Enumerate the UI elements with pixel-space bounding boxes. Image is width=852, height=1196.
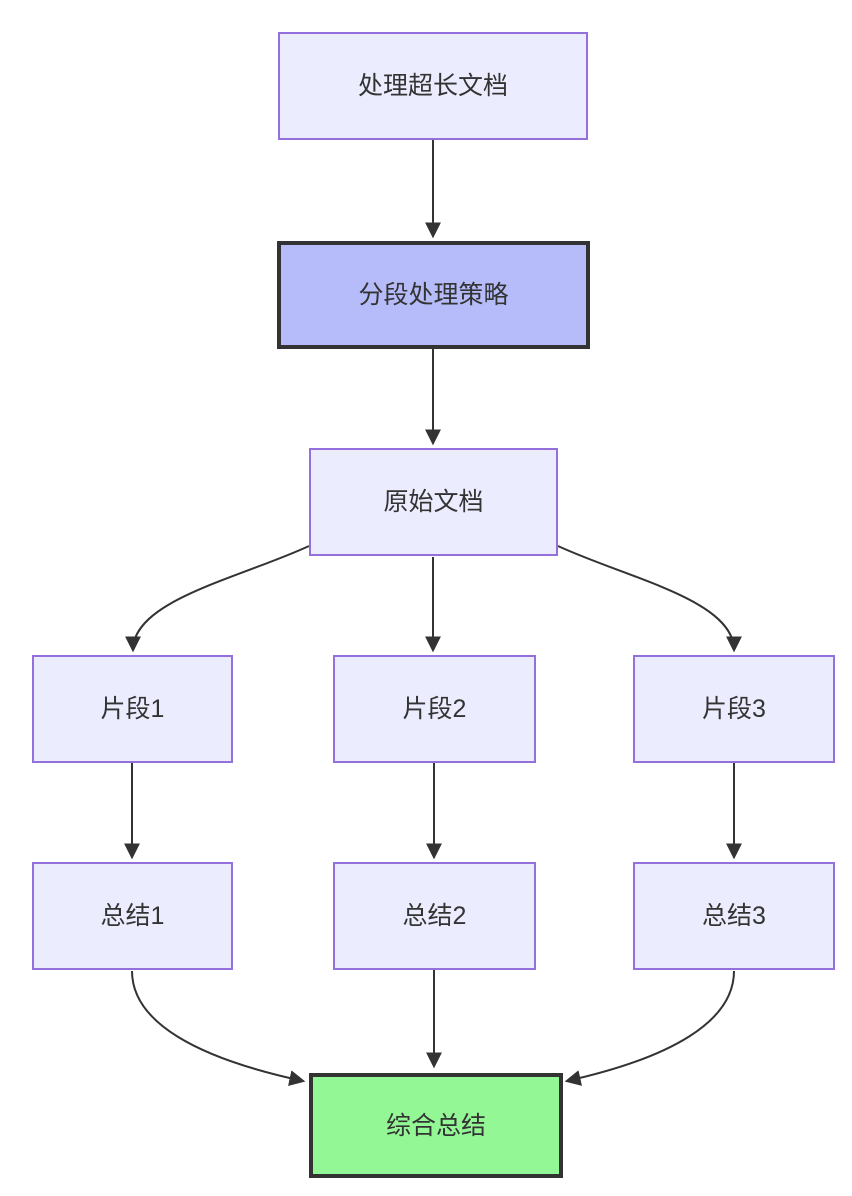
node-fragment-2: 片段2 [333,655,536,763]
node-original-document: 原始文档 [309,448,558,556]
node-label: 总结3 [702,902,766,930]
node-label: 片段2 [402,695,467,723]
node-fragment-1: 片段1 [32,655,233,763]
node-summary-3: 总结3 [633,862,835,970]
node-label: 片段3 [702,695,766,723]
node-label: 原始文档 [383,488,484,516]
node-summary-1: 总结1 [32,862,233,970]
edge-C-D3 [557,545,742,653]
node-process-long-document: 处理超长文档 [278,32,588,140]
node-segment-strategy: 分段处理策略 [277,241,590,349]
edge-C-D1 [125,545,310,653]
node-label: 分段处理策略 [358,281,509,309]
node-label: 处理超长文档 [357,72,508,100]
edge-E3-F [564,970,735,1086]
edge-E1-F [131,970,306,1086]
node-label: 总结1 [100,902,165,930]
node-label: 片段1 [100,695,165,723]
node-summary-2: 总结2 [333,862,536,970]
node-label: 综合总结 [385,1111,486,1140]
node-label: 总结2 [402,902,467,930]
node-fragment-3: 片段3 [633,655,835,763]
node-combined-summary: 综合总结 [309,1073,563,1178]
